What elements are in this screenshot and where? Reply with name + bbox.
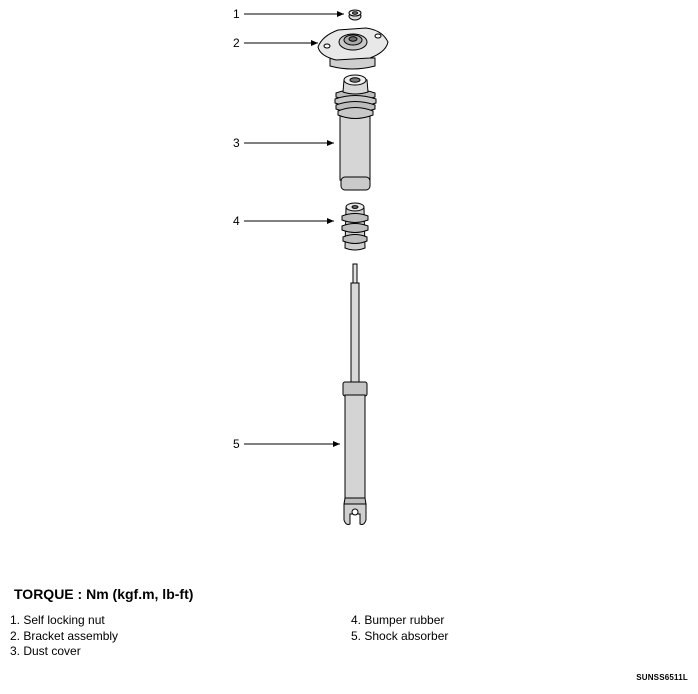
callout-2: 2 <box>233 36 240 50</box>
legend-right-column: 4. Bumper rubber 5. Shock absorber <box>351 613 448 644</box>
bumper-rubber-part <box>341 202 369 251</box>
legend-item-bracket-assembly: 2. Bracket assembly <box>10 628 119 643</box>
callout-1: 1 <box>233 7 240 21</box>
callout-5: 5 <box>233 437 240 451</box>
legend-item-dust-cover: 3. Dust cover <box>10 644 81 658</box>
exploded-view-diagram: 1 2 3 4 5 <box>233 7 389 525</box>
legend-left-column: 1. Self locking nut 2. Bracket assembly … <box>10 613 118 660</box>
dust-cover-part <box>334 74 377 191</box>
callout-3: 3 <box>233 136 240 150</box>
bracket-assembly-part <box>317 27 389 70</box>
self-locking-nut-part <box>348 9 362 21</box>
legend-item-shock-absorber: 5. Shock absorber <box>351 628 449 643</box>
callout-4: 4 <box>233 214 240 228</box>
torque-heading: TORQUE : Nm (kgf.m, lb-ft) <box>14 586 194 602</box>
figure-code: SUNSS6511L <box>636 673 688 682</box>
legend-item-self-locking-nut: 1. Self locking nut <box>10 613 105 627</box>
shock-absorber-part <box>342 263 368 525</box>
legend-item-bumper-rubber: 4. Bumper rubber <box>351 613 445 627</box>
